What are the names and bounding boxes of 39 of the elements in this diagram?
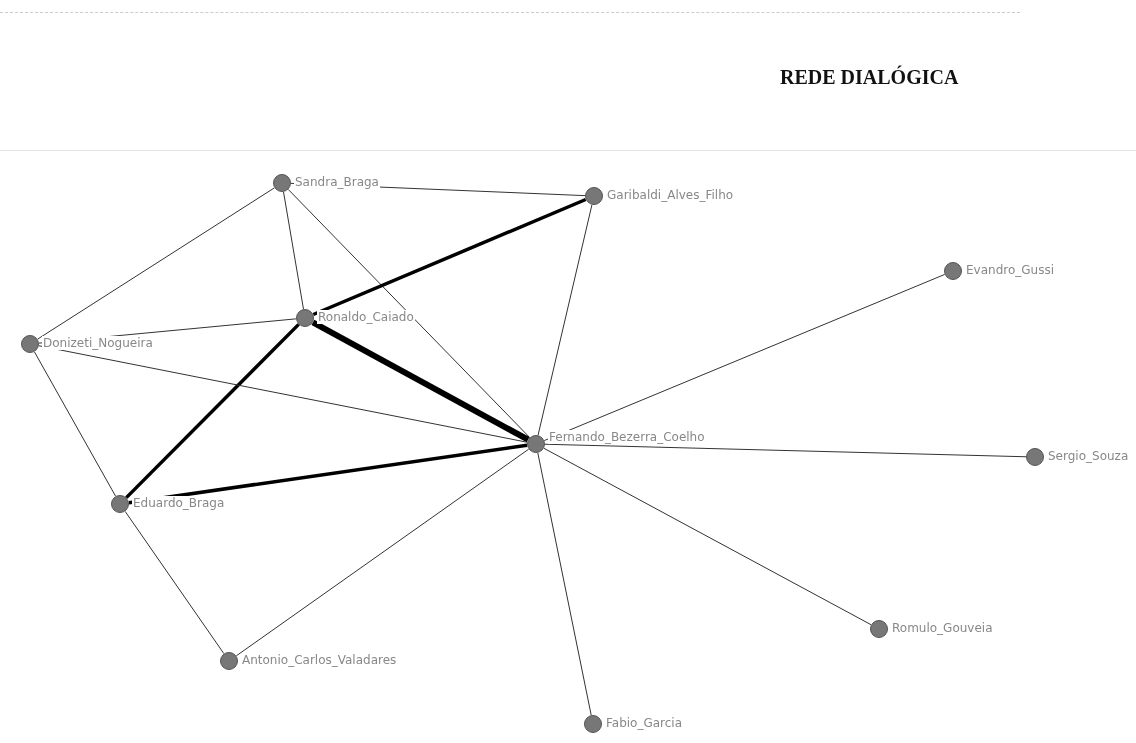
- node-circle: [111, 495, 129, 513]
- connector-line: [125, 323, 300, 499]
- node-label: Fabio_Garcia: [605, 716, 684, 730]
- connector-line: [128, 443, 528, 505]
- node-circle: [584, 715, 602, 733]
- connector-line: [287, 188, 531, 439]
- connector-line: [543, 273, 946, 442]
- connector-line: [283, 191, 304, 310]
- node-label: Romulo_Gouveia: [891, 621, 994, 635]
- node-label: Sandra_Braga: [294, 175, 380, 189]
- node-circle: [1026, 448, 1044, 466]
- connector-line: [33, 351, 117, 497]
- connector-line: [312, 197, 587, 317]
- connector-line: [124, 510, 225, 655]
- connector-line: [537, 452, 592, 716]
- node-label: Evandro_Gussi: [965, 263, 1055, 277]
- node-circle: [585, 187, 603, 205]
- node-circle: [870, 620, 888, 638]
- connector-line: [537, 204, 593, 436]
- node-label: Ronaldo_Caiado: [317, 310, 415, 324]
- connector-line: [311, 319, 530, 443]
- node-circle: [944, 262, 962, 280]
- connector-line: [38, 345, 528, 443]
- node-circle: [273, 174, 291, 192]
- connector-line: [543, 447, 872, 626]
- node-label: Antonio_Carlos_Valadares: [241, 653, 398, 667]
- node-label: Fernando_Bezerra_Coelho: [548, 430, 706, 444]
- node-circle: [527, 435, 545, 453]
- connector-line: [544, 443, 1027, 458]
- node-circle: [220, 652, 238, 670]
- node-label: Donizeti_Nogueira: [42, 336, 154, 350]
- node-label: Garibaldi_Alves_Filho: [606, 188, 735, 202]
- node-label: Sergio_Souza: [1047, 449, 1130, 463]
- node-circle: [21, 335, 39, 353]
- connector-line: [37, 187, 275, 340]
- connector-line: [235, 448, 530, 657]
- node-circle: [296, 309, 314, 327]
- node-label: Eduardo_Braga: [132, 496, 226, 510]
- diagram-title: REDE DIALÓGICA: [780, 66, 959, 89]
